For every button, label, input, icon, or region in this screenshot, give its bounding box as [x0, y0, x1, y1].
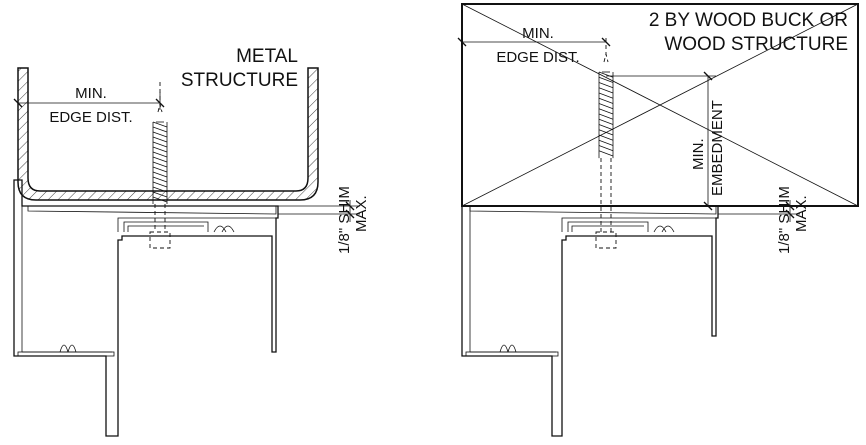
right-detail: 2 BY WOOD BUCK OR WOOD STRUCTURE MIN. ED…	[457, 3, 859, 437]
right-shim-label-1: 1/8" SHIM	[776, 186, 793, 254]
left-edge-label-1: MIN.	[75, 85, 107, 102]
right-edge-label-1: MIN.	[522, 25, 554, 42]
left-detail: METAL STRUCTURE MIN. EDGE DIST. 1/8" SHI…	[13, 46, 370, 437]
right-shim	[469, 205, 717, 215]
left-structure-label-1: METAL	[236, 46, 298, 67]
left-edge-dist-dim	[13, 92, 165, 110]
right-structure-label-1: 2 BY WOOD BUCK OR	[649, 10, 848, 31]
left-structure-label-2: STRUCTURE	[181, 70, 298, 91]
right-frame	[461, 206, 719, 437]
metal-structure	[17, 67, 319, 201]
left-shim-label-2: MAX.	[353, 195, 370, 232]
right-shim-dim	[718, 200, 800, 222]
right-shim-label-2: MAX.	[793, 195, 810, 232]
right-embed-label-2: EMBEDMENT	[709, 100, 726, 196]
right-embedment-dim	[606, 71, 716, 211]
left-shim-dim	[278, 200, 360, 222]
left-shim-label-1: 1/8" SHIM	[336, 186, 353, 254]
right-edge-dist-dim	[457, 37, 611, 47]
left-shim	[27, 205, 277, 215]
left-frame	[13, 179, 279, 437]
right-screw	[595, 38, 617, 249]
right-edge-label-2: EDGE DIST.	[496, 49, 579, 66]
right-embed-label-1: MIN.	[690, 138, 707, 170]
right-structure-label-2: WOOD STRUCTURE	[664, 34, 848, 55]
left-edge-label-2: EDGE DIST.	[49, 109, 132, 126]
